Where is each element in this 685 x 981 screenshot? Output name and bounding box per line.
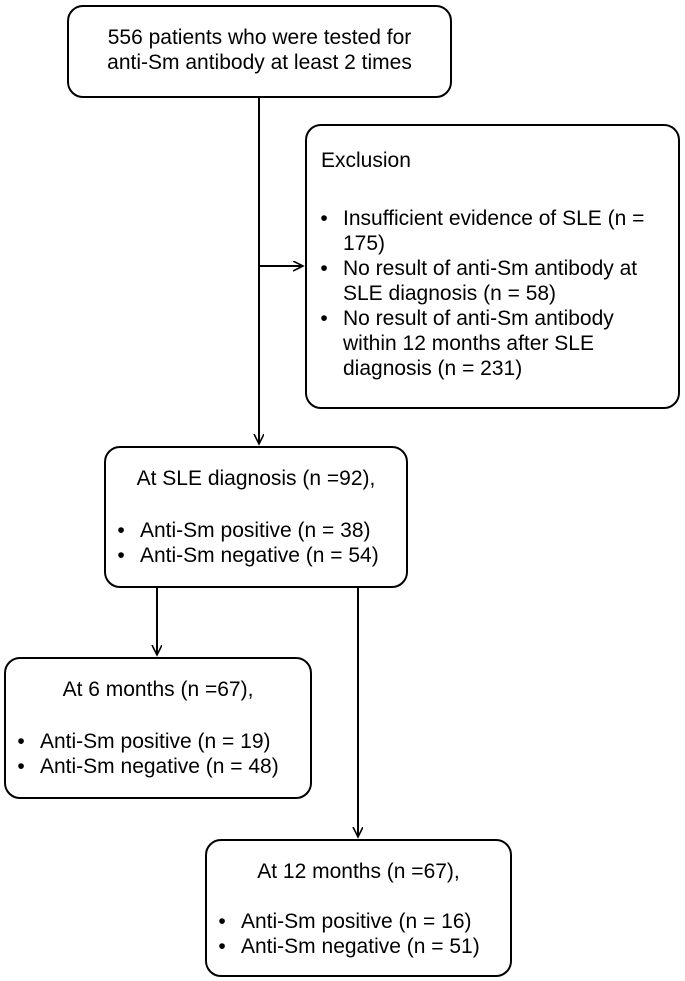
bullet-mark: • <box>320 207 328 230</box>
bullet-mark: • <box>17 730 25 753</box>
bullet-mark: • <box>117 519 125 542</box>
diagnosis-item-text: Anti-Sm negative (n = 54) <box>140 544 379 567</box>
bullet-mark: • <box>320 257 328 280</box>
start-box-line2: anti-Sm antibody at least 2 times <box>107 51 412 74</box>
twelve-month-item: • Anti-Sm negative (n = 51) <box>215 934 480 959</box>
twelve-month-item: • Anti-Sm positive (n = 16) <box>215 909 480 934</box>
exclusion-item-text: Insufficient evidence of SLE (n = 175) <box>343 207 645 255</box>
six-month-title: At 6 months (n =67), <box>62 678 254 701</box>
twelve-month-box: At 12 months (n =67), • Anti-Sm positive … <box>205 839 512 977</box>
diagnosis-item-text: Anti-Sm positive (n = 38) <box>140 519 371 542</box>
bullet-mark: • <box>17 755 25 778</box>
exclusion-list: •Insufficient evidence of SLE (n = 175) … <box>317 206 667 381</box>
six-month-item: • Anti-Sm negative (n = 48) <box>14 754 279 779</box>
start-box-line1: 556 patients who were tested for <box>107 26 412 49</box>
six-month-item-text: Anti-Sm positive (n = 19) <box>40 730 271 753</box>
exclusion-box: Exclusion • Insufficient evidence of SLE … <box>305 124 680 409</box>
six-month-item: • Anti-Sm positive (n = 19) <box>14 729 279 754</box>
diagnosis-title: At SLE diagnosis (n =92), <box>136 467 376 490</box>
bullet-mark: • <box>320 307 328 330</box>
start-box: 556 patients who were tested for anti-Sm… <box>67 5 452 98</box>
twelve-month-item-text: Anti-Sm negative (n = 51) <box>241 935 480 958</box>
diagnosis-list: • Anti-Sm positive (n = 38) • Anti-Sm nega… <box>114 518 379 568</box>
twelve-month-list: • Anti-Sm positive (n = 16) • Anti-Sm nega… <box>215 909 480 959</box>
exclusion-title: Exclusion <box>321 149 411 172</box>
diagnosis-box: At SLE diagnosis (n =92), • Anti-Sm posit… <box>104 446 408 588</box>
twelve-month-title: At 12 months (n =67), <box>257 860 460 883</box>
exclusion-item: • No result of anti-Sm antibody at SLE di… <box>317 256 667 306</box>
exclusion-item: • No result of anti-Sm antibody within 12… <box>317 306 667 381</box>
six-month-box: At 6 months (n =67), • Anti-Sm positive (… <box>4 657 312 799</box>
exclusion-item-text: No result of anti-Sm antibody within 12 … <box>343 307 614 380</box>
exclusion-item: • Insufficient evidence of SLE (n = 175) <box>317 206 667 256</box>
six-month-item-text: Anti-Sm negative (n = 48) <box>40 755 279 778</box>
six-month-list: • Anti-Sm positive (n = 19) • Anti-Sm nega… <box>14 729 279 779</box>
diagnosis-item: • Anti-Sm positive (n = 38) <box>114 518 379 543</box>
exclusion-item-text: No result of anti-Sm antibody at SLE dia… <box>343 257 638 305</box>
bullet-mark: • <box>117 544 125 567</box>
start-box-text: 556 patients who were tested for anti-Sm… <box>69 25 450 75</box>
bullet-mark: • <box>218 935 226 958</box>
diagnosis-item: • Anti-Sm negative (n = 54) <box>114 543 379 568</box>
bullet-mark: • <box>218 910 226 933</box>
twelve-month-item-text: Anti-Sm positive (n = 16) <box>241 910 472 933</box>
